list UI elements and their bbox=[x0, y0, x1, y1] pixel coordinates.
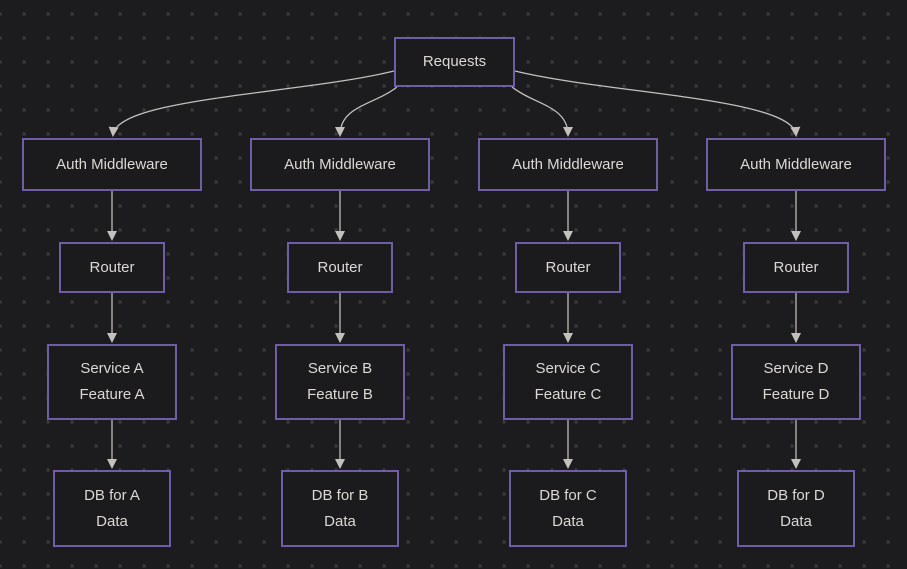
node-service-a-line1: Service A bbox=[80, 360, 144, 377]
node-db-c[interactable]: DB for C Data bbox=[509, 470, 627, 547]
node-router-a[interactable]: Router bbox=[59, 242, 165, 293]
node-db-a-line1: DB for A bbox=[84, 486, 140, 504]
node-auth-middleware-d-label: Auth Middleware bbox=[740, 155, 852, 173]
node-router-c[interactable]: Router bbox=[515, 242, 621, 293]
node-router-d[interactable]: Router bbox=[743, 242, 849, 293]
edge-requests-to-auth-d bbox=[514, 70, 801, 137]
node-auth-middleware-d[interactable]: Auth Middleware bbox=[706, 138, 886, 191]
edge-requests-to-auth-b bbox=[335, 86, 398, 137]
node-service-a-line2: Feature A bbox=[79, 386, 145, 403]
node-db-d-line1: DB for D bbox=[767, 486, 825, 504]
node-service-a[interactable]: Service A Feature A bbox=[47, 344, 177, 420]
node-requests[interactable]: Requests bbox=[394, 37, 515, 87]
node-service-d-line1: Service D bbox=[763, 360, 829, 377]
node-auth-middleware-c-label: Auth Middleware bbox=[512, 155, 624, 173]
node-auth-middleware-b-label: Auth Middleware bbox=[284, 155, 396, 173]
node-db-b[interactable]: DB for B Data bbox=[281, 470, 399, 547]
node-service-d-line2: Feature D bbox=[762, 386, 830, 403]
node-service-d[interactable]: Service D Feature D bbox=[731, 344, 861, 420]
node-auth-middleware-a-label: Auth Middleware bbox=[56, 155, 168, 173]
node-db-b-line2: Data bbox=[324, 512, 356, 530]
node-auth-middleware-c[interactable]: Auth Middleware bbox=[478, 138, 658, 191]
edge-requests-to-auth-a bbox=[108, 70, 395, 137]
node-router-b[interactable]: Router bbox=[287, 242, 393, 293]
node-db-d[interactable]: DB for D Data bbox=[737, 470, 855, 547]
node-auth-middleware-b[interactable]: Auth Middleware bbox=[250, 138, 430, 191]
node-db-c-line1: DB for C bbox=[539, 486, 597, 504]
node-db-c-line2: Data bbox=[552, 512, 584, 530]
node-router-d-label: Router bbox=[773, 258, 819, 276]
node-db-d-line2: Data bbox=[780, 512, 812, 530]
node-service-b-line1: Service B bbox=[307, 360, 373, 377]
node-router-b-label: Router bbox=[317, 258, 363, 276]
node-router-c-label: Router bbox=[545, 258, 591, 276]
node-db-b-line1: DB for B bbox=[311, 486, 369, 504]
edge-requests-to-auth-c bbox=[511, 86, 573, 137]
node-service-b-line2: Feature B bbox=[307, 386, 373, 403]
node-router-a-label: Router bbox=[89, 258, 135, 276]
node-db-a-line2: Data bbox=[96, 512, 128, 530]
node-service-b[interactable]: Service B Feature B bbox=[275, 344, 405, 420]
node-db-a[interactable]: DB for A Data bbox=[53, 470, 171, 547]
node-service-c-line1: Service C bbox=[535, 360, 601, 377]
node-service-c-line2: Feature C bbox=[534, 386, 602, 403]
node-requests-label: Requests bbox=[422, 53, 487, 70]
node-service-c[interactable]: Service C Feature C bbox=[503, 344, 633, 420]
node-auth-middleware-a[interactable]: Auth Middleware bbox=[22, 138, 202, 191]
